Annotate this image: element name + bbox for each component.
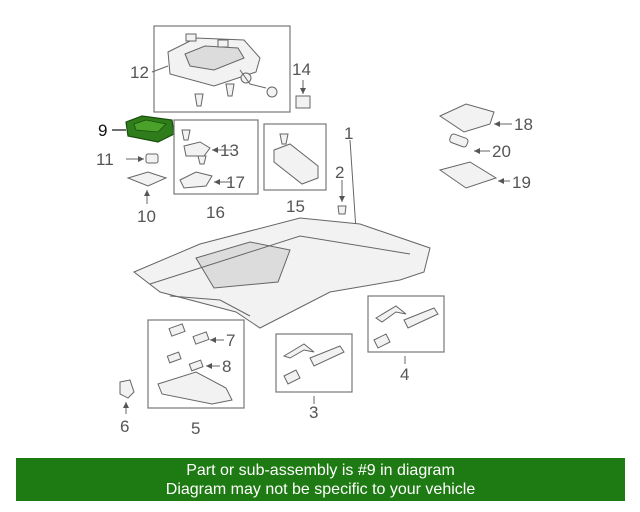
- group-3: [275, 333, 353, 404]
- callout-16: 16: [206, 203, 225, 222]
- part-18: [438, 103, 512, 133]
- callout-2: 2: [335, 163, 344, 182]
- console-assembly-group: [151, 25, 291, 113]
- group-16: [173, 119, 259, 195]
- callout-13: 13: [220, 141, 239, 160]
- highlighted-part-9[interactable]: [112, 115, 175, 143]
- callout-18: 18: [514, 115, 533, 134]
- group-box-16: [173, 119, 259, 195]
- callout-9[interactable]: 9: [98, 121, 107, 140]
- callout-3: 3: [309, 403, 318, 422]
- group-4: [367, 295, 445, 364]
- part-10: [126, 171, 168, 204]
- banner-line-1: Part or sub-assembly is #9 in diagram: [186, 461, 455, 479]
- part-11: [126, 153, 159, 164]
- callout-5: 5: [191, 419, 200, 438]
- callout-10: 10: [137, 207, 156, 226]
- group-5: [147, 319, 245, 409]
- headliner-part-1: [133, 217, 431, 329]
- part-19: [438, 161, 510, 189]
- callout-11: 11: [96, 150, 114, 169]
- callout-20: 20: [492, 142, 511, 161]
- group-box-12: [153, 25, 291, 113]
- callout-4: 4: [400, 365, 409, 384]
- part-1-leader: [349, 139, 359, 231]
- callout-19: 19: [512, 173, 531, 192]
- callout-8: 8: [222, 357, 231, 376]
- callout-6: 6: [120, 417, 129, 436]
- callout-14: 14: [292, 60, 311, 79]
- part-20: [449, 133, 490, 154]
- info-banner: Part or sub-assembly is #9 in diagram Di…: [16, 458, 625, 501]
- part-6: [119, 379, 135, 414]
- banner-line-2: Diagram may not be specific to your vehi…: [165, 480, 476, 498]
- callout-17: 17: [226, 173, 245, 192]
- group-box-3: [275, 333, 353, 393]
- callout-12: 12: [130, 63, 149, 82]
- callout-labels: 1 2 3 4 5 6 7 8 9 10 11 12 13 14 15 16 1…: [96, 60, 533, 438]
- group-box-5: [147, 319, 245, 409]
- part-14: [295, 80, 311, 109]
- part-2: [337, 180, 347, 215]
- callout-1: 1: [344, 124, 353, 143]
- callout-15: 15: [286, 197, 305, 216]
- group-15: [263, 123, 327, 191]
- group-box-15: [263, 123, 327, 191]
- callout-7: 7: [226, 331, 235, 350]
- group-box-4: [367, 295, 445, 353]
